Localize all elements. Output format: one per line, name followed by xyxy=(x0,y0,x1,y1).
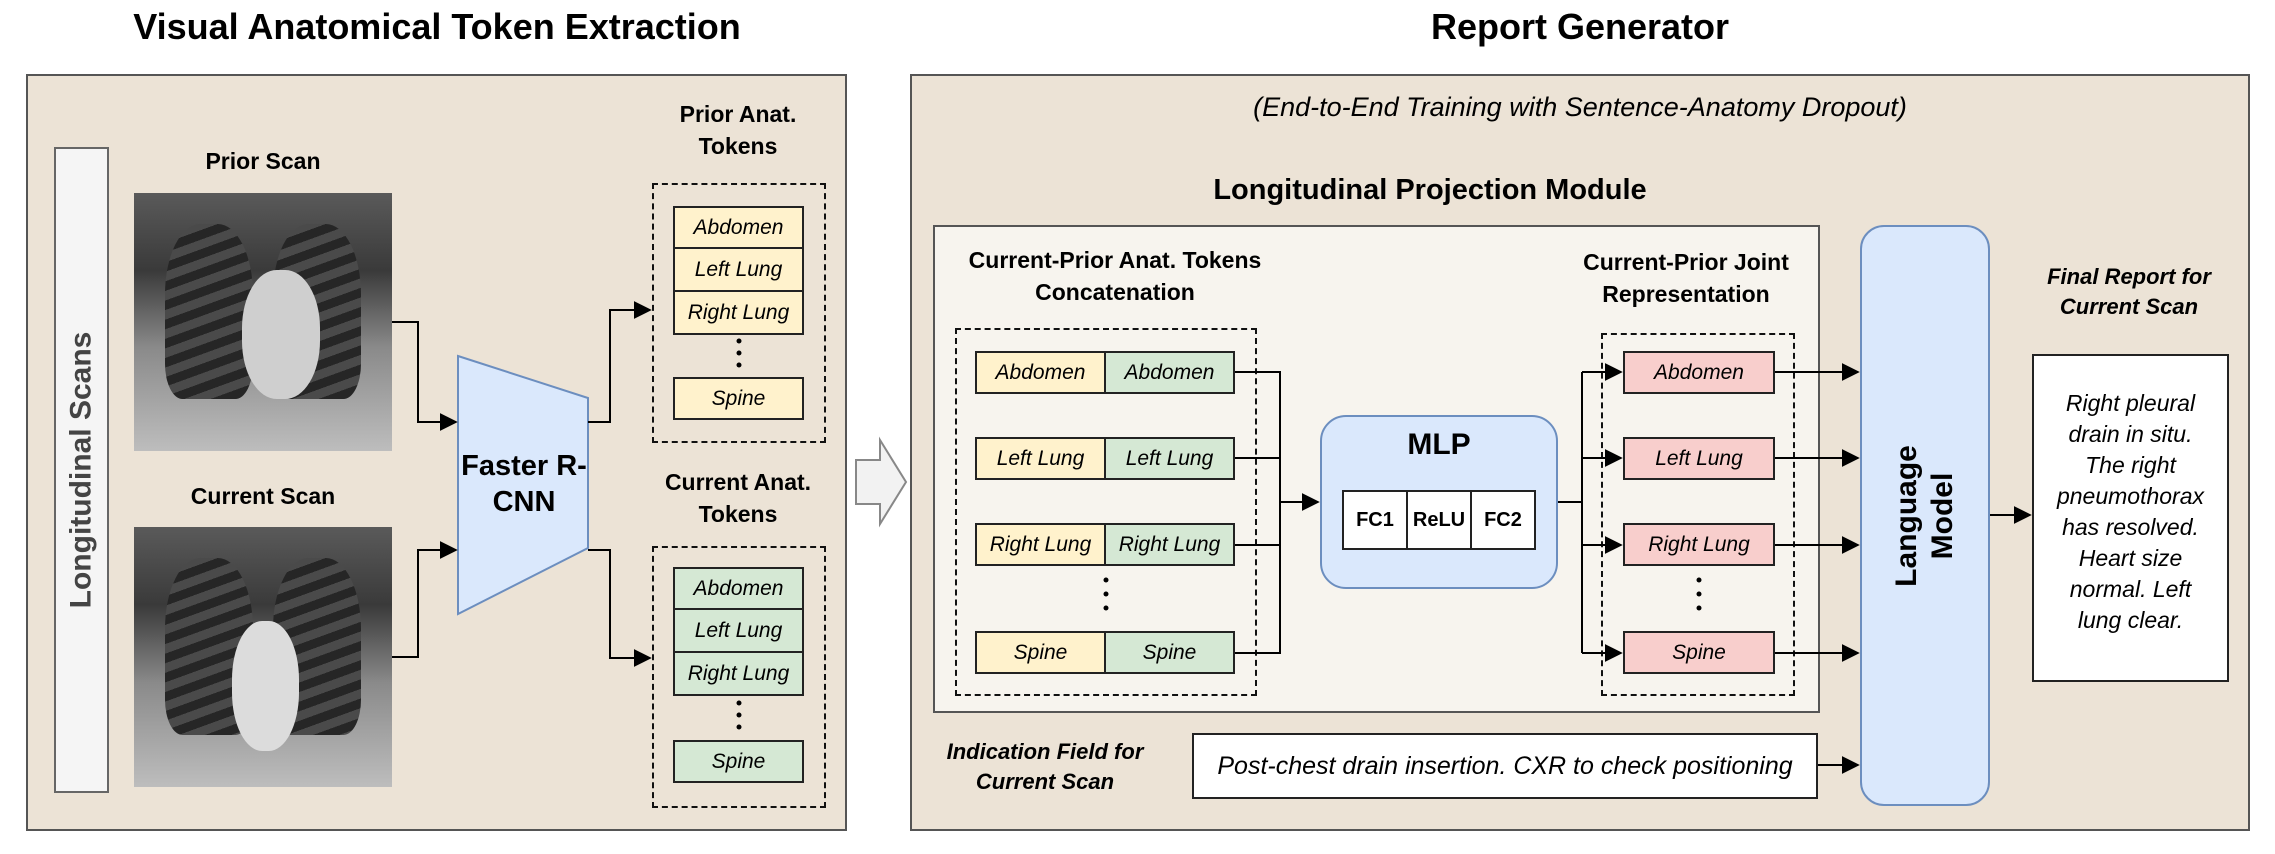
training-subtitle: (End-to-End Training with Sentence-Anato… xyxy=(1253,92,1907,122)
joint-tokens-group xyxy=(1601,333,1795,696)
joint-token-right-lung: Right Lung xyxy=(1623,523,1775,566)
mlp-layer-fc2: FC2 xyxy=(1470,490,1536,550)
longitudinal-scans-bar: Longitudinal Scans xyxy=(54,147,109,793)
joint-token-left-lung: Left Lung xyxy=(1623,437,1775,480)
final-report-text: Right pleural drain in situ. The right p… xyxy=(2056,390,2205,633)
left-title: Visual Anatomical Token Extraction xyxy=(133,6,741,47)
joint-title: Current-Prior Joint Representation xyxy=(1583,249,1789,307)
prior-token-left-lung: Left Lung xyxy=(673,249,804,292)
prior-scan-image xyxy=(134,193,392,451)
concat-current-spine: Spine xyxy=(1104,631,1235,674)
prior-token-right-lung: Right Lung xyxy=(673,292,804,335)
current-tokens-group xyxy=(652,546,826,808)
longitudinal-scans-label: Longitudinal Scans xyxy=(64,331,98,609)
concat-current-right-lung: Right Lung xyxy=(1104,523,1235,566)
current-token-abdomen: Abdomen xyxy=(673,567,804,610)
final-report-title: Final Report for Current Scan xyxy=(2047,264,2211,319)
right-title: Report Generator xyxy=(1430,6,1730,47)
projection-module-title: Longitudinal Projection Module xyxy=(1213,174,1647,206)
mlp-title: MLP xyxy=(1407,428,1471,461)
concat-prior-right-lung: Right Lung xyxy=(975,523,1106,566)
mlp-layer-relu: ReLU xyxy=(1406,490,1472,550)
current-tokens-title: Current Anat. Tokens xyxy=(664,469,812,527)
joint-token-abdomen: Abdomen xyxy=(1623,351,1775,394)
indication-text-box: Post-chest drain insertion. CXR to check… xyxy=(1192,733,1818,799)
concat-current-abdomen: Abdomen xyxy=(1104,351,1235,394)
indication-label: Indication Field for Current Scan xyxy=(946,739,1144,794)
language-model-block: Language Model xyxy=(1860,225,1990,806)
concat-title: Current-Prior Anat. Tokens Concatenation xyxy=(968,247,1262,305)
current-scan-image xyxy=(134,527,392,787)
indication-text: Post-chest drain insertion. CXR to check… xyxy=(1217,751,1793,780)
prior-token-abdomen: Abdomen xyxy=(673,206,804,249)
concat-prior-abdomen: Abdomen xyxy=(975,351,1106,394)
current-token-left-lung: Left Lung xyxy=(673,610,804,653)
prior-token-spine: Spine xyxy=(673,377,804,420)
concat-prior-left-lung: Left Lung xyxy=(975,437,1106,480)
joint-token-spine: Spine xyxy=(1623,631,1775,674)
prior-tokens-group xyxy=(652,183,826,443)
prior-tokens-title: Prior Anat. Tokens xyxy=(679,101,797,159)
final-report-box: Right pleural drain in situ. The right p… xyxy=(2032,354,2229,682)
current-token-spine: Spine xyxy=(673,740,804,783)
prior-scan-label: Prior Scan xyxy=(205,148,321,174)
faster-rcnn-label: Faster R-CNN xyxy=(461,450,587,518)
current-token-right-lung: Right Lung xyxy=(673,653,804,696)
current-scan-label: Current Scan xyxy=(190,483,336,509)
concat-prior-spine: Spine xyxy=(975,631,1106,674)
mlp-layer-fc1: FC1 xyxy=(1342,490,1408,550)
language-model-label: Language Model xyxy=(1890,444,1959,587)
concat-current-left-lung: Left Lung xyxy=(1104,437,1235,480)
